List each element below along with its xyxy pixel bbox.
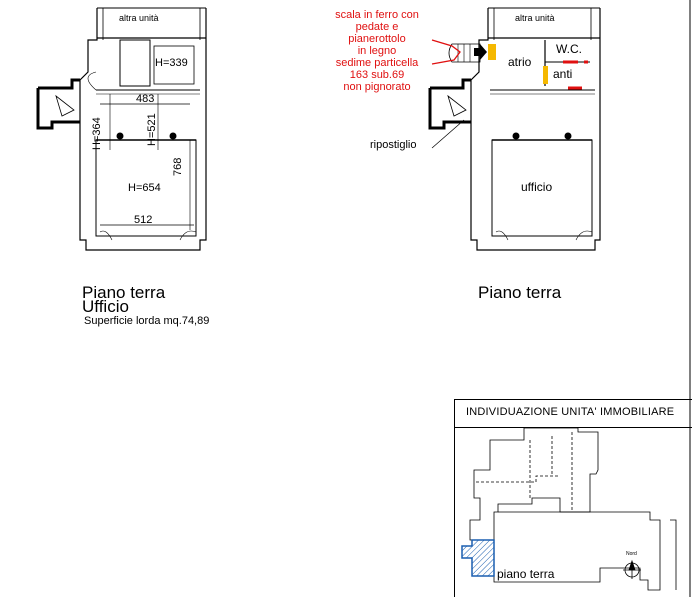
left-plan-columns [116, 132, 177, 140]
right-floor-plan [428, 7, 601, 251]
red-note-line: pianerottolo [348, 33, 406, 45]
right-plan-columns [512, 132, 572, 140]
room-wc: W.C. [556, 42, 582, 56]
dim-h364: H=364 [91, 117, 103, 150]
red-note-line: 163 sub.69 [349, 69, 405, 81]
dim-h521: H=521 [146, 113, 158, 146]
site-map [469, 427, 677, 591]
north-compass [623, 559, 641, 579]
left-caption-title: Piano terra [82, 283, 166, 302]
dim-768: 768 [172, 157, 184, 176]
dim-512: 512 [134, 214, 153, 226]
right-neighbor-label: altra unità [515, 13, 555, 23]
room-atrio: atrio [508, 55, 532, 69]
left-neighbor-label: altra unità [119, 13, 159, 23]
legend-frame [454, 399, 692, 597]
room-anti: anti [553, 67, 573, 81]
red-note-line: non pignorato [343, 81, 411, 93]
dim-h339: H=339 [155, 57, 188, 69]
left-floor-plan [36, 7, 207, 251]
dim-h654: H=654 [128, 182, 161, 194]
dim-483: 483 [136, 93, 155, 105]
right-plan-annotations [431, 39, 588, 90]
legend-title: INDIVIDUAZIONE UNITA' IMMOBILIARE [466, 406, 675, 418]
room-ufficio: ufficio [521, 180, 553, 194]
red-note: scala in ferro con pedate e pianerottolo… [322, 9, 432, 93]
red-note-line: in legno [357, 45, 397, 57]
red-note-line: sedime particella [335, 57, 419, 69]
north-label: Nord [626, 551, 637, 557]
legend-divider [454, 427, 692, 428]
highlighted-unit [461, 539, 495, 577]
red-note-line: scala in ferro con [335, 9, 419, 21]
surface-area-text: Superficie lorda mq.74,89 [84, 315, 210, 327]
left-caption-room: Ufficio [82, 297, 129, 316]
red-note-line: pedate e [355, 21, 399, 33]
legend-floor-label: piano terra [497, 567, 555, 581]
right-caption-title: Piano terra [478, 283, 562, 302]
ripostiglio-label: ripostiglio [370, 139, 417, 151]
